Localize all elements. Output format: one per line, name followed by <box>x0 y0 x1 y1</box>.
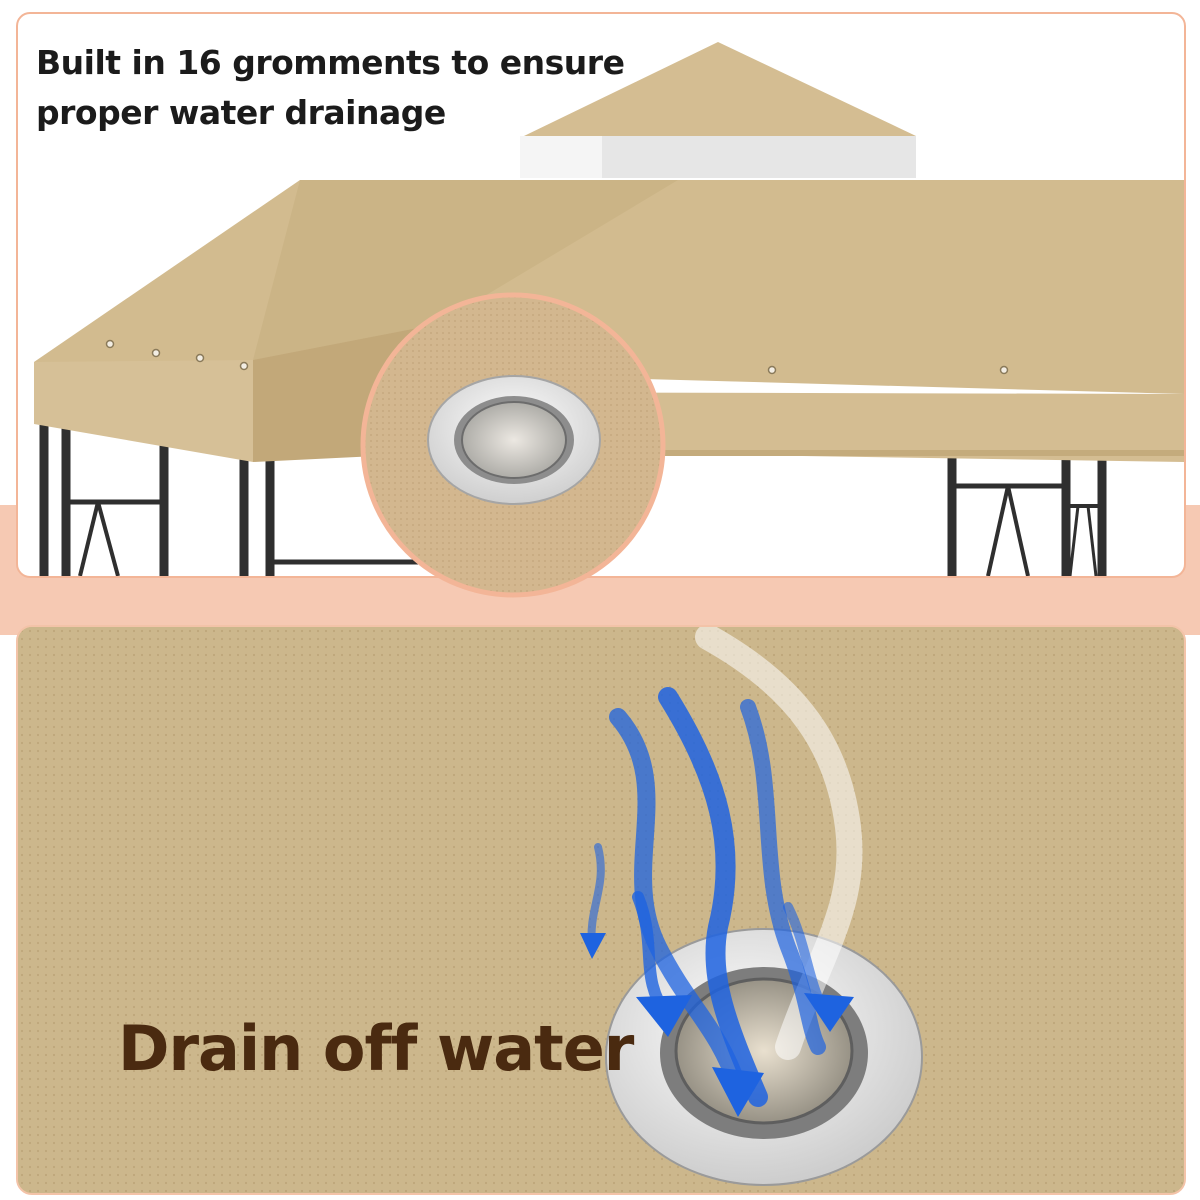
roof-grommets <box>105 339 1009 375</box>
headline-line-2: proper water drainage <box>36 93 446 132</box>
grommet-zoom-callout <box>356 288 670 602</box>
feature-headline: Built in 16 gromments to ensure proper w… <box>36 38 636 138</box>
drainage-illustration <box>18 627 1184 1193</box>
water-arrow-icon <box>587 627 863 1107</box>
drainage-closeup-panel: Drain off water <box>16 625 1186 1195</box>
headline-line-1: Built in 16 gromments to ensure <box>36 43 625 82</box>
grommet-icon <box>427 375 601 505</box>
water-arrowheads <box>580 933 854 1117</box>
drain-caption: Drain off water <box>118 1012 634 1085</box>
gazebo-panel: Built in 16 gromments to ensure proper w… <box>16 12 1186 578</box>
canopy-top <box>524 42 916 136</box>
